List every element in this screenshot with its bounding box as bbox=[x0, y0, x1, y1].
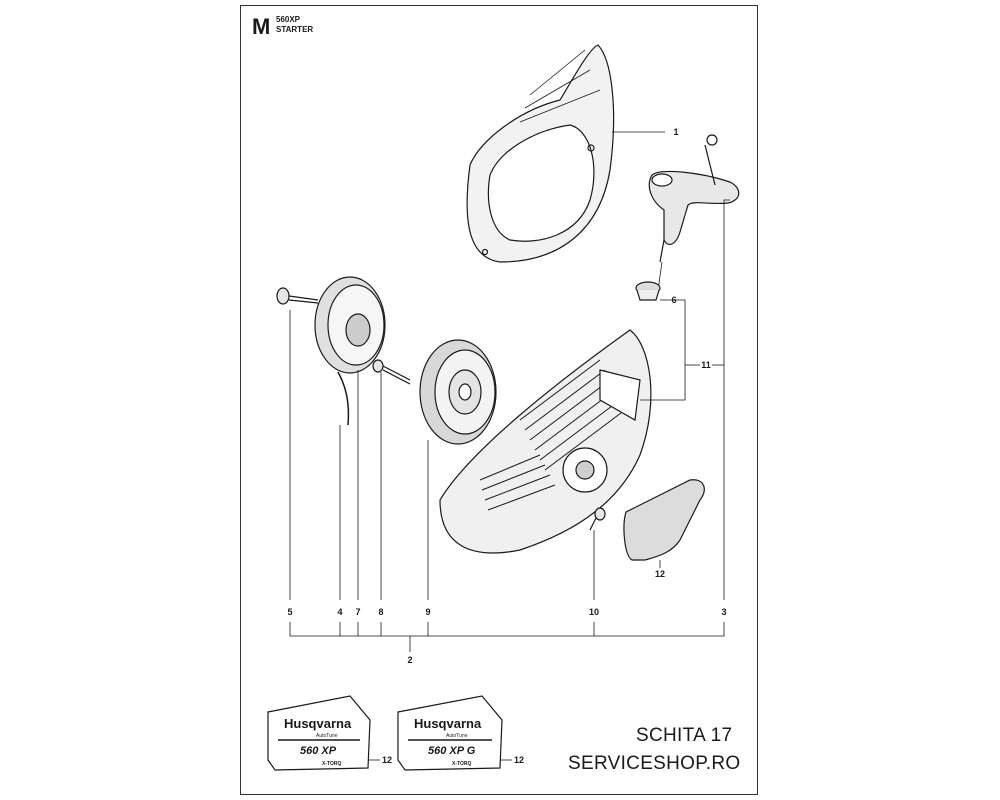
sheet-label: SCHITA 17 bbox=[636, 725, 733, 746]
decal-right bbox=[397, 695, 503, 771]
part-8-screw bbox=[372, 359, 411, 385]
part-6-rope-guide bbox=[635, 281, 661, 301]
model-label: 560XP bbox=[276, 15, 301, 24]
callout-10: 10 bbox=[588, 607, 600, 617]
part-12-decal-main bbox=[623, 479, 705, 561]
shop-label: SERVICESHOP.RO bbox=[568, 753, 741, 774]
part-9-recoil-reel bbox=[419, 339, 497, 445]
decal-left-sub: X-TORQ bbox=[322, 761, 341, 767]
callout-7: 7 bbox=[355, 607, 361, 617]
part-1-fan-guard bbox=[466, 44, 615, 263]
part-7-pulley bbox=[314, 276, 386, 426]
part-5-screw bbox=[276, 287, 319, 305]
callout-12-left-decal: 12 bbox=[381, 755, 393, 765]
callout-8: 8 bbox=[378, 607, 384, 617]
callout-1: 1 bbox=[673, 127, 679, 137]
decal-right-tag: AutoTune bbox=[446, 733, 468, 739]
decal-left-tag: AutoTune bbox=[316, 733, 338, 739]
decal-right-model: 560 XP G bbox=[428, 745, 476, 757]
decal-right-brand: Husqvarna bbox=[414, 716, 482, 731]
callout-11: 11 bbox=[701, 360, 711, 370]
decal-left-model: 560 XP bbox=[300, 745, 337, 757]
callout-6: 6 bbox=[671, 295, 677, 305]
part-11-starter-housing bbox=[439, 329, 652, 554]
diagram-title: STARTER bbox=[276, 25, 314, 34]
callout-4: 4 bbox=[337, 607, 343, 617]
part-10-screw bbox=[589, 507, 606, 531]
decal-left bbox=[267, 695, 371, 771]
decal-left-brand: Husqvarna bbox=[284, 716, 352, 731]
decal-right-sub: X-TORQ bbox=[452, 761, 471, 767]
callout-12-main: 12 bbox=[654, 569, 666, 579]
callout-12-right-decal: 12 bbox=[513, 755, 525, 765]
part-3-starter-handle bbox=[648, 134, 740, 291]
section-letter: M bbox=[252, 14, 271, 39]
callout-2: 2 bbox=[407, 655, 413, 665]
callout-5: 5 bbox=[287, 607, 293, 617]
page-frame bbox=[240, 5, 758, 795]
callout-3: 3 bbox=[721, 607, 727, 617]
callout-9: 9 bbox=[425, 607, 431, 617]
